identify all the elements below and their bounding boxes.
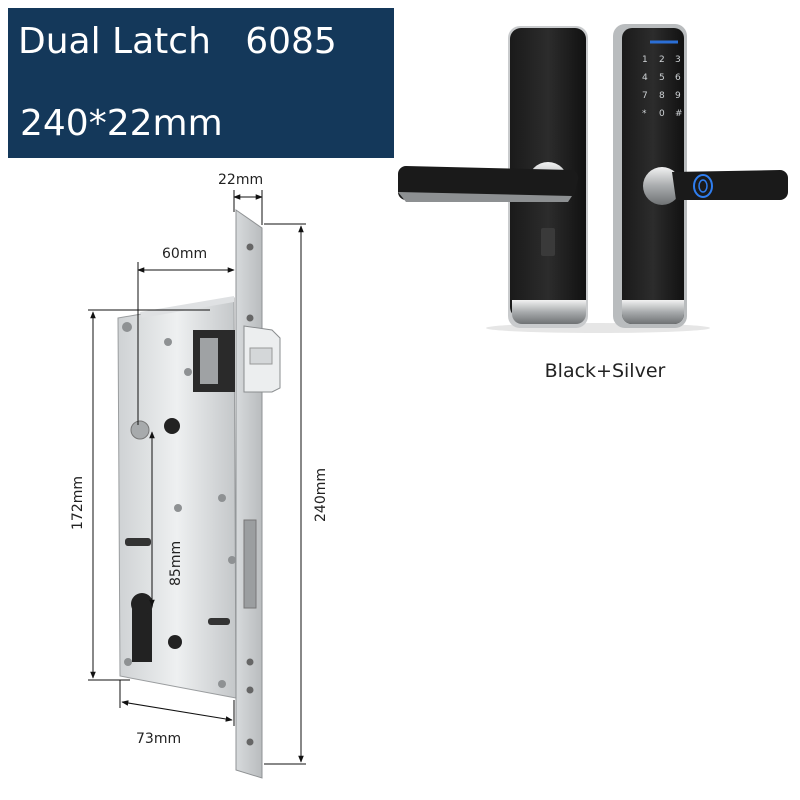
banner-size: 240*22mm bbox=[20, 103, 223, 144]
dim-faceplate-length: 240mm bbox=[313, 468, 329, 522]
dim-case-height: 172mm bbox=[70, 476, 86, 530]
svg-text:9: 9 bbox=[675, 91, 681, 101]
svg-text:5: 5 bbox=[659, 73, 665, 83]
svg-text:6: 6 bbox=[675, 73, 681, 83]
dim-faceplate-width: 22mm bbox=[218, 172, 263, 188]
svg-text:7: 7 bbox=[642, 91, 648, 101]
svg-text:8: 8 bbox=[659, 91, 665, 101]
svg-text:#: # bbox=[675, 109, 683, 119]
dim-hub-to-cylinder: 85mm bbox=[168, 541, 184, 586]
dimension-labels: 22mm 60mm 172mm 85mm 240mm 73mm bbox=[70, 172, 329, 747]
outer-panel bbox=[398, 26, 588, 328]
dimension-lines bbox=[88, 190, 306, 765]
dim-case-width: 73mm bbox=[136, 731, 181, 747]
svg-text:2: 2 bbox=[659, 55, 665, 65]
faceplate bbox=[235, 209, 281, 779]
title-banner: Dual Latch 6085 240*22mm bbox=[8, 8, 394, 158]
color-variant-label: Black+Silver bbox=[544, 360, 666, 382]
svg-text:1: 1 bbox=[642, 55, 648, 65]
mortise-lock-body bbox=[117, 296, 237, 699]
svg-text:*: * bbox=[642, 109, 647, 119]
dim-backset: 60mm bbox=[162, 246, 207, 262]
banner-title: Dual Latch 6085 bbox=[18, 21, 337, 62]
svg-text:4: 4 bbox=[642, 73, 648, 83]
svg-text:3: 3 bbox=[675, 55, 681, 65]
svg-text:0: 0 bbox=[659, 109, 665, 119]
